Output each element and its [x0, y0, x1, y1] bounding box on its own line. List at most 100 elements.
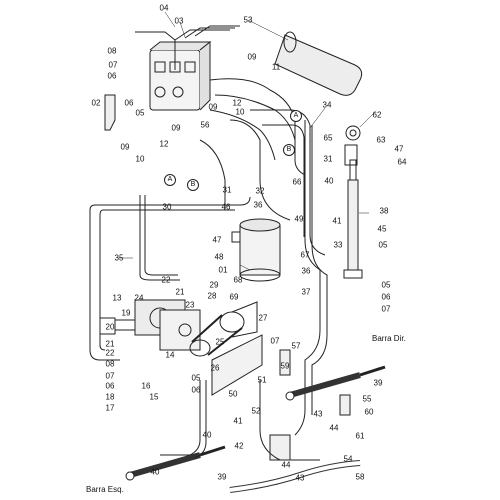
callout-09: 09 [120, 142, 130, 152]
callout-67: 67 [300, 250, 310, 260]
callout-06: 06 [191, 385, 201, 395]
callout-09: 09 [208, 102, 218, 112]
callout-26: 26 [210, 363, 220, 373]
callout-62: 62 [372, 110, 382, 120]
callout-47: 47 [212, 235, 222, 245]
bracket-02 [104, 94, 116, 131]
callout-51: 51 [257, 375, 267, 385]
pump-assembly [99, 299, 201, 351]
callout-21: 21 [175, 287, 185, 297]
callout-07: 07 [381, 304, 391, 314]
callout-10: 10 [235, 107, 245, 117]
barra-esq-label: Barra Esq. [86, 485, 124, 494]
callout-48: 48 [214, 252, 224, 262]
callout-45: 45 [377, 224, 387, 234]
barra-dir-label: Barra Dir. [372, 334, 406, 343]
callout-39: 39 [217, 472, 227, 482]
callout-01: 01 [218, 265, 228, 275]
callout-11: 11 [271, 62, 281, 72]
connector-b-marker: B [187, 179, 199, 191]
connector-a-marker: A [290, 110, 302, 122]
callout-27: 27 [258, 313, 268, 323]
cylinder-38 [343, 125, 363, 279]
connector-b-marker: B [283, 144, 295, 156]
callout-06: 06 [381, 292, 391, 302]
callout-07: 07 [105, 371, 115, 381]
drive-belt [189, 301, 258, 357]
callout-38: 38 [379, 206, 389, 216]
callout-40: 40 [324, 176, 334, 186]
callout-64: 64 [397, 157, 407, 167]
callout-25: 25 [215, 337, 225, 347]
callout-30: 30 [162, 202, 172, 212]
callout-18: 18 [105, 392, 115, 402]
callout-07: 07 [270, 336, 280, 346]
callout-12: 12 [232, 98, 242, 108]
callout-02: 02 [91, 98, 101, 108]
callout-37: 37 [301, 287, 311, 297]
callout-22: 22 [161, 275, 171, 285]
callout-22: 22 [105, 348, 115, 358]
reservoir-tank [231, 218, 281, 282]
callout-14: 14 [165, 350, 175, 360]
callout-42: 42 [234, 441, 244, 451]
callout-13: 13 [112, 293, 122, 303]
callout-05: 05 [191, 373, 201, 383]
callout-05: 05 [378, 240, 388, 250]
callout-08: 08 [105, 359, 115, 369]
callout-55: 55 [362, 394, 372, 404]
steering-cylinder-right [285, 365, 386, 401]
callout-34: 34 [322, 100, 332, 110]
callout-20: 20 [105, 322, 115, 332]
callout-08: 08 [107, 46, 117, 56]
callout-58: 58 [355, 472, 365, 482]
plate-50 [211, 334, 263, 396]
callout-28: 28 [207, 291, 217, 301]
callout-53: 53 [243, 15, 253, 25]
callout-06: 06 [105, 381, 115, 391]
callout-03: 03 [174, 16, 184, 26]
callout-32: 32 [255, 186, 265, 196]
callout-61: 61 [355, 431, 365, 441]
callout-06: 06 [107, 71, 117, 81]
callout-49: 49 [294, 214, 304, 224]
callout-40: 40 [150, 467, 160, 477]
callout-47: 47 [394, 144, 404, 154]
callout-66: 66 [292, 177, 302, 187]
callout-04: 04 [159, 3, 169, 13]
callout-35: 35 [114, 253, 124, 263]
callout-19: 19 [121, 308, 131, 318]
callout-56: 56 [200, 120, 210, 130]
callout-39: 39 [373, 378, 383, 388]
callout-06: 06 [124, 98, 134, 108]
callout-36: 36 [301, 266, 311, 276]
callout-46: 46 [221, 202, 231, 212]
callout-10: 10 [135, 154, 145, 164]
callout-69: 69 [229, 292, 239, 302]
callout-12: 12 [159, 139, 169, 149]
callout-23: 23 [185, 300, 195, 310]
callout-65: 65 [323, 133, 333, 143]
callout-63: 63 [376, 135, 386, 145]
callout-17: 17 [105, 403, 115, 413]
callout-36: 36 [253, 200, 263, 210]
callout-44: 44 [281, 460, 291, 470]
callout-68: 68 [233, 275, 243, 285]
callout-24: 24 [134, 293, 144, 303]
callout-15: 15 [149, 392, 159, 402]
callout-09: 09 [171, 123, 181, 133]
callout-43: 43 [313, 409, 323, 419]
callout-07: 07 [108, 60, 118, 70]
callout-33: 33 [333, 240, 343, 250]
cover-53 [274, 31, 363, 96]
callout-40: 40 [202, 430, 212, 440]
callout-59: 59 [280, 361, 290, 371]
callout-21: 21 [105, 339, 115, 349]
callout-52: 52 [251, 406, 261, 416]
callout-31: 31 [222, 185, 232, 195]
callout-43: 43 [295, 473, 305, 483]
callout-09: 09 [247, 52, 257, 62]
callout-16: 16 [141, 381, 151, 391]
callout-60: 60 [364, 407, 374, 417]
